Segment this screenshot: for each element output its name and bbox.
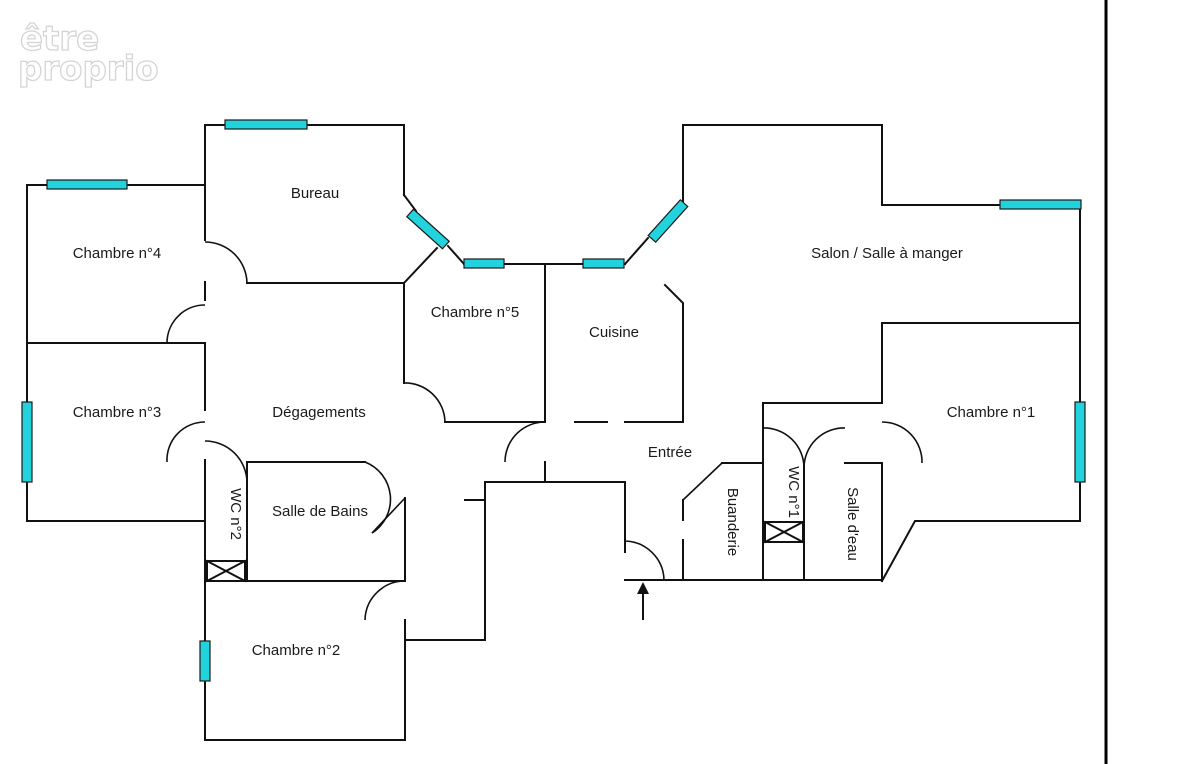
room-labels: Chambre n°4 Bureau Chambre n°5 Cuisine S… <box>73 185 1036 659</box>
logo: être proprio <box>17 18 159 89</box>
label-chambre-5: Chambre n°5 <box>431 304 520 321</box>
label-chambre-1: Chambre n°1 <box>947 404 1036 421</box>
window-ch4 <box>46 179 128 190</box>
duct-wc2 <box>206 560 246 582</box>
walls <box>26 124 1081 741</box>
entrance-arrow-icon <box>637 582 649 620</box>
window-salon <box>999 199 1082 210</box>
door-entrance <box>624 540 665 581</box>
label-entree: Entrée <box>648 444 692 461</box>
window-bureau <box>224 119 308 130</box>
door-ch4-b <box>166 304 206 344</box>
door-ch2 <box>364 580 406 621</box>
windows <box>21 119 1086 682</box>
window-ch3 <box>21 401 33 483</box>
duct-wc1 <box>764 521 804 543</box>
door-buanderie <box>682 462 723 501</box>
label-chambre-2: Chambre n°2 <box>252 642 341 659</box>
wall-south-middle <box>404 481 626 641</box>
wall-west-outer <box>26 184 206 522</box>
window-cuisine <box>582 258 625 269</box>
wall-salon-diag <box>623 236 650 266</box>
door-sdb <box>364 461 392 534</box>
door-ch3 <box>166 421 206 463</box>
window-bureau-diag <box>405 208 451 250</box>
label-salle-de-bains: Salle de Bains <box>272 503 368 520</box>
label-degagements: Dégagements <box>272 404 365 421</box>
window-ch2 <box>199 640 211 682</box>
label-chambre-3: Chambre n°3 <box>73 404 162 421</box>
window-salon-diag <box>647 198 689 244</box>
label-buanderie: Buanderie <box>724 488 741 556</box>
window-ch5 <box>463 258 505 269</box>
label-salle-eau: Salle d'eau <box>844 487 861 561</box>
wall-bureau-diag <box>402 193 418 213</box>
door-wc2 <box>204 440 248 483</box>
wall-ch2-south <box>204 619 406 741</box>
label-bureau: Bureau <box>291 185 339 202</box>
label-chambre-4: Chambre n°4 <box>73 245 162 262</box>
label-cuisine: Cuisine <box>589 324 639 341</box>
logo-line-1: être <box>20 19 99 59</box>
door-wc1 <box>762 427 805 469</box>
label-wc-2: WC n°2 <box>227 488 244 540</box>
wall-bureau-inner-diag <box>402 246 439 285</box>
label-salon: Salon / Salle à manger <box>811 245 963 262</box>
window-ch1 <box>1074 401 1086 483</box>
logo-line-2: proprio <box>18 49 159 89</box>
wall-ch5-diag <box>446 244 466 266</box>
doors <box>166 241 923 621</box>
wall-salon-outer <box>682 124 1081 583</box>
door-cuisine <box>504 421 546 463</box>
wall-cuisine-east <box>663 283 684 423</box>
door-sdeau <box>803 427 846 469</box>
door-ch5 <box>403 382 446 423</box>
door-sdb-leaf <box>371 497 406 534</box>
label-wc-1: WC n°1 <box>785 466 802 518</box>
ducts <box>205 520 805 583</box>
door-ch1 <box>881 421 923 464</box>
door-ch4 <box>204 241 248 284</box>
